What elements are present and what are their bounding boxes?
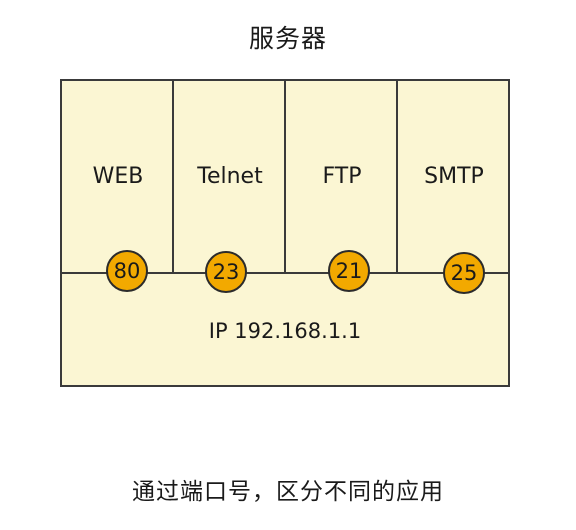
cell-divider xyxy=(396,81,398,274)
ip-address-label: IP 192.168.1.1 xyxy=(208,319,362,343)
port-badge-smtp: 25 xyxy=(443,252,485,294)
cell-divider xyxy=(284,81,286,274)
service-label-web: WEB xyxy=(92,164,144,189)
cell-divider xyxy=(172,81,174,274)
server-box: WEB Telnet FTP SMTP 80 23 21 25 IP 192.1… xyxy=(60,79,510,387)
service-label-smtp: SMTP xyxy=(424,164,484,189)
layer-divider xyxy=(62,272,508,274)
port-badge-ftp: 21 xyxy=(328,250,370,292)
server-title: 服务器 xyxy=(248,24,327,53)
service-label-telnet: Telnet xyxy=(197,164,263,189)
port-badge-telnet: 23 xyxy=(205,251,247,293)
port-badge-web: 80 xyxy=(106,250,148,292)
caption: 通过端口号，区分不同的应用 xyxy=(132,479,444,505)
service-label-ftp: FTP xyxy=(322,164,362,189)
